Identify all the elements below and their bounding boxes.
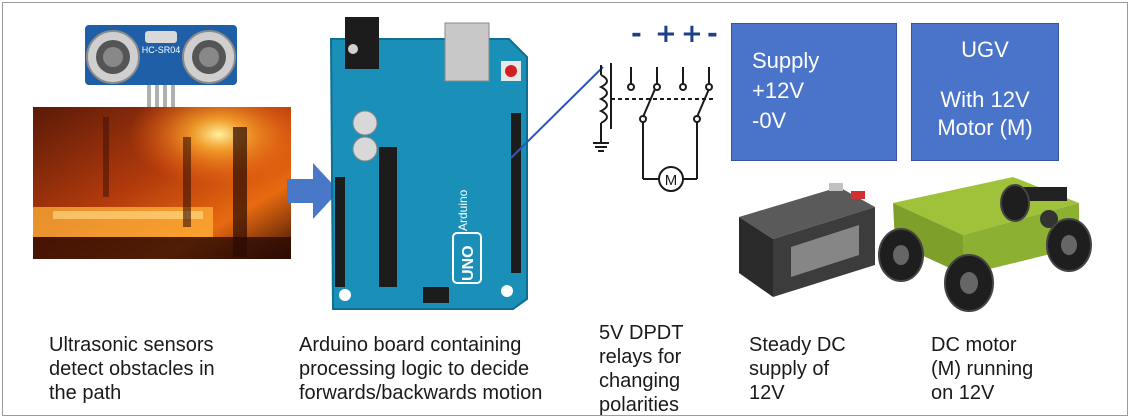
ugv-robot-image bbox=[878, 177, 1092, 312]
caption-sensors: Ultrasonic sensors detect obstacles in t… bbox=[49, 334, 215, 404]
sensor-label: HC-SR04 bbox=[142, 45, 181, 55]
flow-arrow-icon bbox=[287, 163, 339, 219]
obstacle-scene-photo bbox=[33, 107, 291, 259]
ugv-motor-line1: With 12V bbox=[940, 87, 1030, 112]
ugv-box: UGV With 12V Motor (M) bbox=[911, 23, 1059, 161]
supply-box: Supply +12V -0V bbox=[731, 23, 897, 161]
supply-negative: -0V bbox=[752, 108, 787, 133]
connection-wire bbox=[510, 66, 604, 159]
dpdt-relay-schematic: M bbox=[593, 63, 713, 192]
arduino-label: Arduino bbox=[456, 189, 470, 231]
ugv-motor-line2: Motor (M) bbox=[937, 115, 1033, 140]
caption-supply: Steady DC supply of 12V bbox=[749, 334, 846, 404]
polarity-mark-4: - bbox=[707, 19, 718, 49]
battery-image bbox=[739, 183, 875, 297]
uno-label: UNO bbox=[460, 245, 477, 281]
ugv-title: UGV bbox=[961, 37, 1009, 62]
arduino-uno-board-image: Arduino UNO bbox=[329, 17, 528, 310]
polarity-mark-3: + bbox=[681, 19, 703, 49]
caption-arduino: Arduino board containing processing logi… bbox=[299, 334, 543, 404]
caption-relay: 5V DPDT relays for changing polarities bbox=[599, 322, 684, 416]
supply-title: Supply bbox=[752, 48, 820, 73]
polarity-mark-1: - bbox=[631, 19, 642, 49]
ultrasonic-sensor-image: HC-SR04 bbox=[85, 25, 237, 107]
supply-positive: +12V bbox=[752, 78, 804, 103]
caption-motor: DC motor (M) running on 12V bbox=[931, 334, 1034, 404]
polarity-mark-2: + bbox=[655, 19, 677, 49]
motor-symbol: M bbox=[665, 172, 678, 189]
